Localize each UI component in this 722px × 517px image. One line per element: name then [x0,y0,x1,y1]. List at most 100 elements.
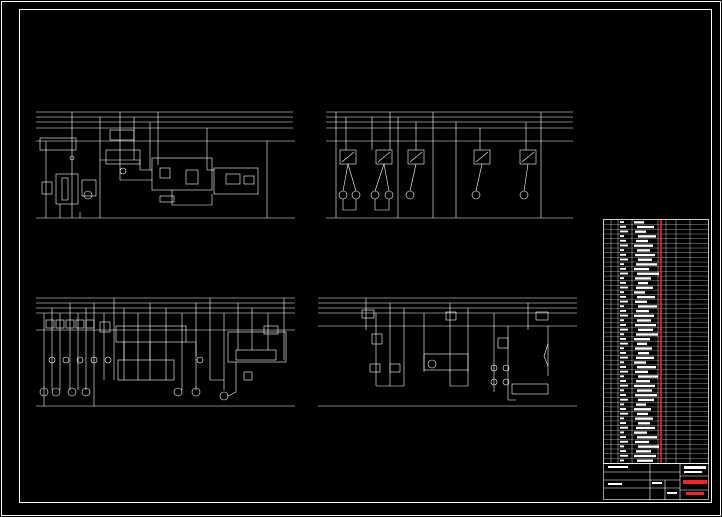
table-cell-text [620,221,624,224]
table-cell-text [634,291,645,294]
table-cell-text [620,235,624,238]
table-cell-text [636,356,654,360]
table-cell-text [634,221,644,224]
table-cell-text [636,426,655,430]
table-cell-text [620,309,626,312]
table-cell-text [637,459,653,462]
table-cell-text [620,412,628,415]
table-cell-text [620,426,628,429]
table-cell-text [620,249,624,252]
table-cell-text [620,258,628,261]
table-cell-text [620,440,628,443]
table-cell-text [635,300,647,303]
title-block [603,463,709,500]
table-cell-text [637,342,647,346]
table-cell-text [620,356,628,359]
table-cell-text [638,305,657,308]
table-cell-text [620,239,626,242]
inner-drawing-frame [19,9,712,503]
table-cell-text [637,295,655,299]
table-cell-text [620,366,626,368]
table-cell-text [634,267,649,271]
panel-bottom-right [318,297,577,407]
table-cell-text [620,263,624,266]
table-cell-text [620,347,624,350]
table-cell-text [638,235,656,238]
table-cell-text [620,230,628,233]
table-cell-text [620,445,624,448]
table-cell-text [620,328,628,331]
table-cell-text [620,323,626,326]
table-cell-text [620,380,626,382]
table-cell-text [620,394,626,396]
table-cell-text [638,328,653,331]
table-cell-text [620,352,626,354]
panel-bottom-left [36,297,295,407]
table-cell-text [638,258,652,261]
table-cell-text [620,408,626,410]
table-cell-text [635,230,646,233]
table-cell-text [620,267,626,270]
table-cell-text [638,398,654,402]
table-cell-text [620,244,628,247]
panel-top-left [36,111,295,219]
table-cell-text [635,440,649,444]
table-cell-text [620,314,628,317]
table-cell-text [620,459,624,462]
table-cell-text [638,352,649,355]
table-cell-text [635,394,657,397]
table-cell-text [637,366,656,369]
table-cell-text [637,389,652,392]
title-block-red-stamp [683,480,707,484]
table-cell-text [620,272,628,275]
table-cell-text [636,403,646,406]
table-cell-text [620,398,628,401]
table-cell-text [636,333,658,336]
table-cell-text [638,422,650,425]
table-cell-text [620,225,626,228]
title-block-red-stamp [686,492,704,495]
table-cell-text [635,347,652,350]
table-cell-text [620,370,628,373]
table-cell-text [636,263,657,266]
table-cell-text [620,305,624,308]
table-cell-text [637,249,650,252]
table-cell-text [636,239,648,243]
table-cell-text [620,253,626,256]
table-cell-text [635,323,656,327]
table-cell-text [620,450,626,453]
table-cell-text [637,272,659,275]
table-cell-text [620,389,624,392]
table-cell-text [636,380,650,383]
table-cell-text [637,319,651,322]
table-cell-text [620,422,626,424]
table-cell-text [634,338,650,341]
table-cell-text [620,338,626,340]
table-cell-text [635,370,648,374]
table-cell-text [620,403,624,406]
table-cell-text [620,361,624,364]
table-cell-text [634,244,653,247]
component-table [603,219,709,464]
table-cell-text [620,375,624,378]
table-cell-text [634,431,647,434]
table-cell-text [620,342,628,345]
table-cell-text [634,408,651,411]
table-cell-text [634,384,655,388]
table-cell-text [620,431,624,434]
table-cell-text [634,454,656,458]
table-cell-text [635,253,655,257]
table-cell-text [620,295,626,298]
table-cell-text [620,281,626,284]
table-cell-text [620,333,624,336]
table-cell-text [637,225,654,229]
table-cell-text [635,417,653,420]
table-cell-text [620,454,628,457]
panel-top-right [326,111,573,219]
table-cell-text [620,286,628,289]
table-cell-text [636,309,649,313]
table-cell-text [637,436,657,439]
table-cell-text [637,412,648,416]
